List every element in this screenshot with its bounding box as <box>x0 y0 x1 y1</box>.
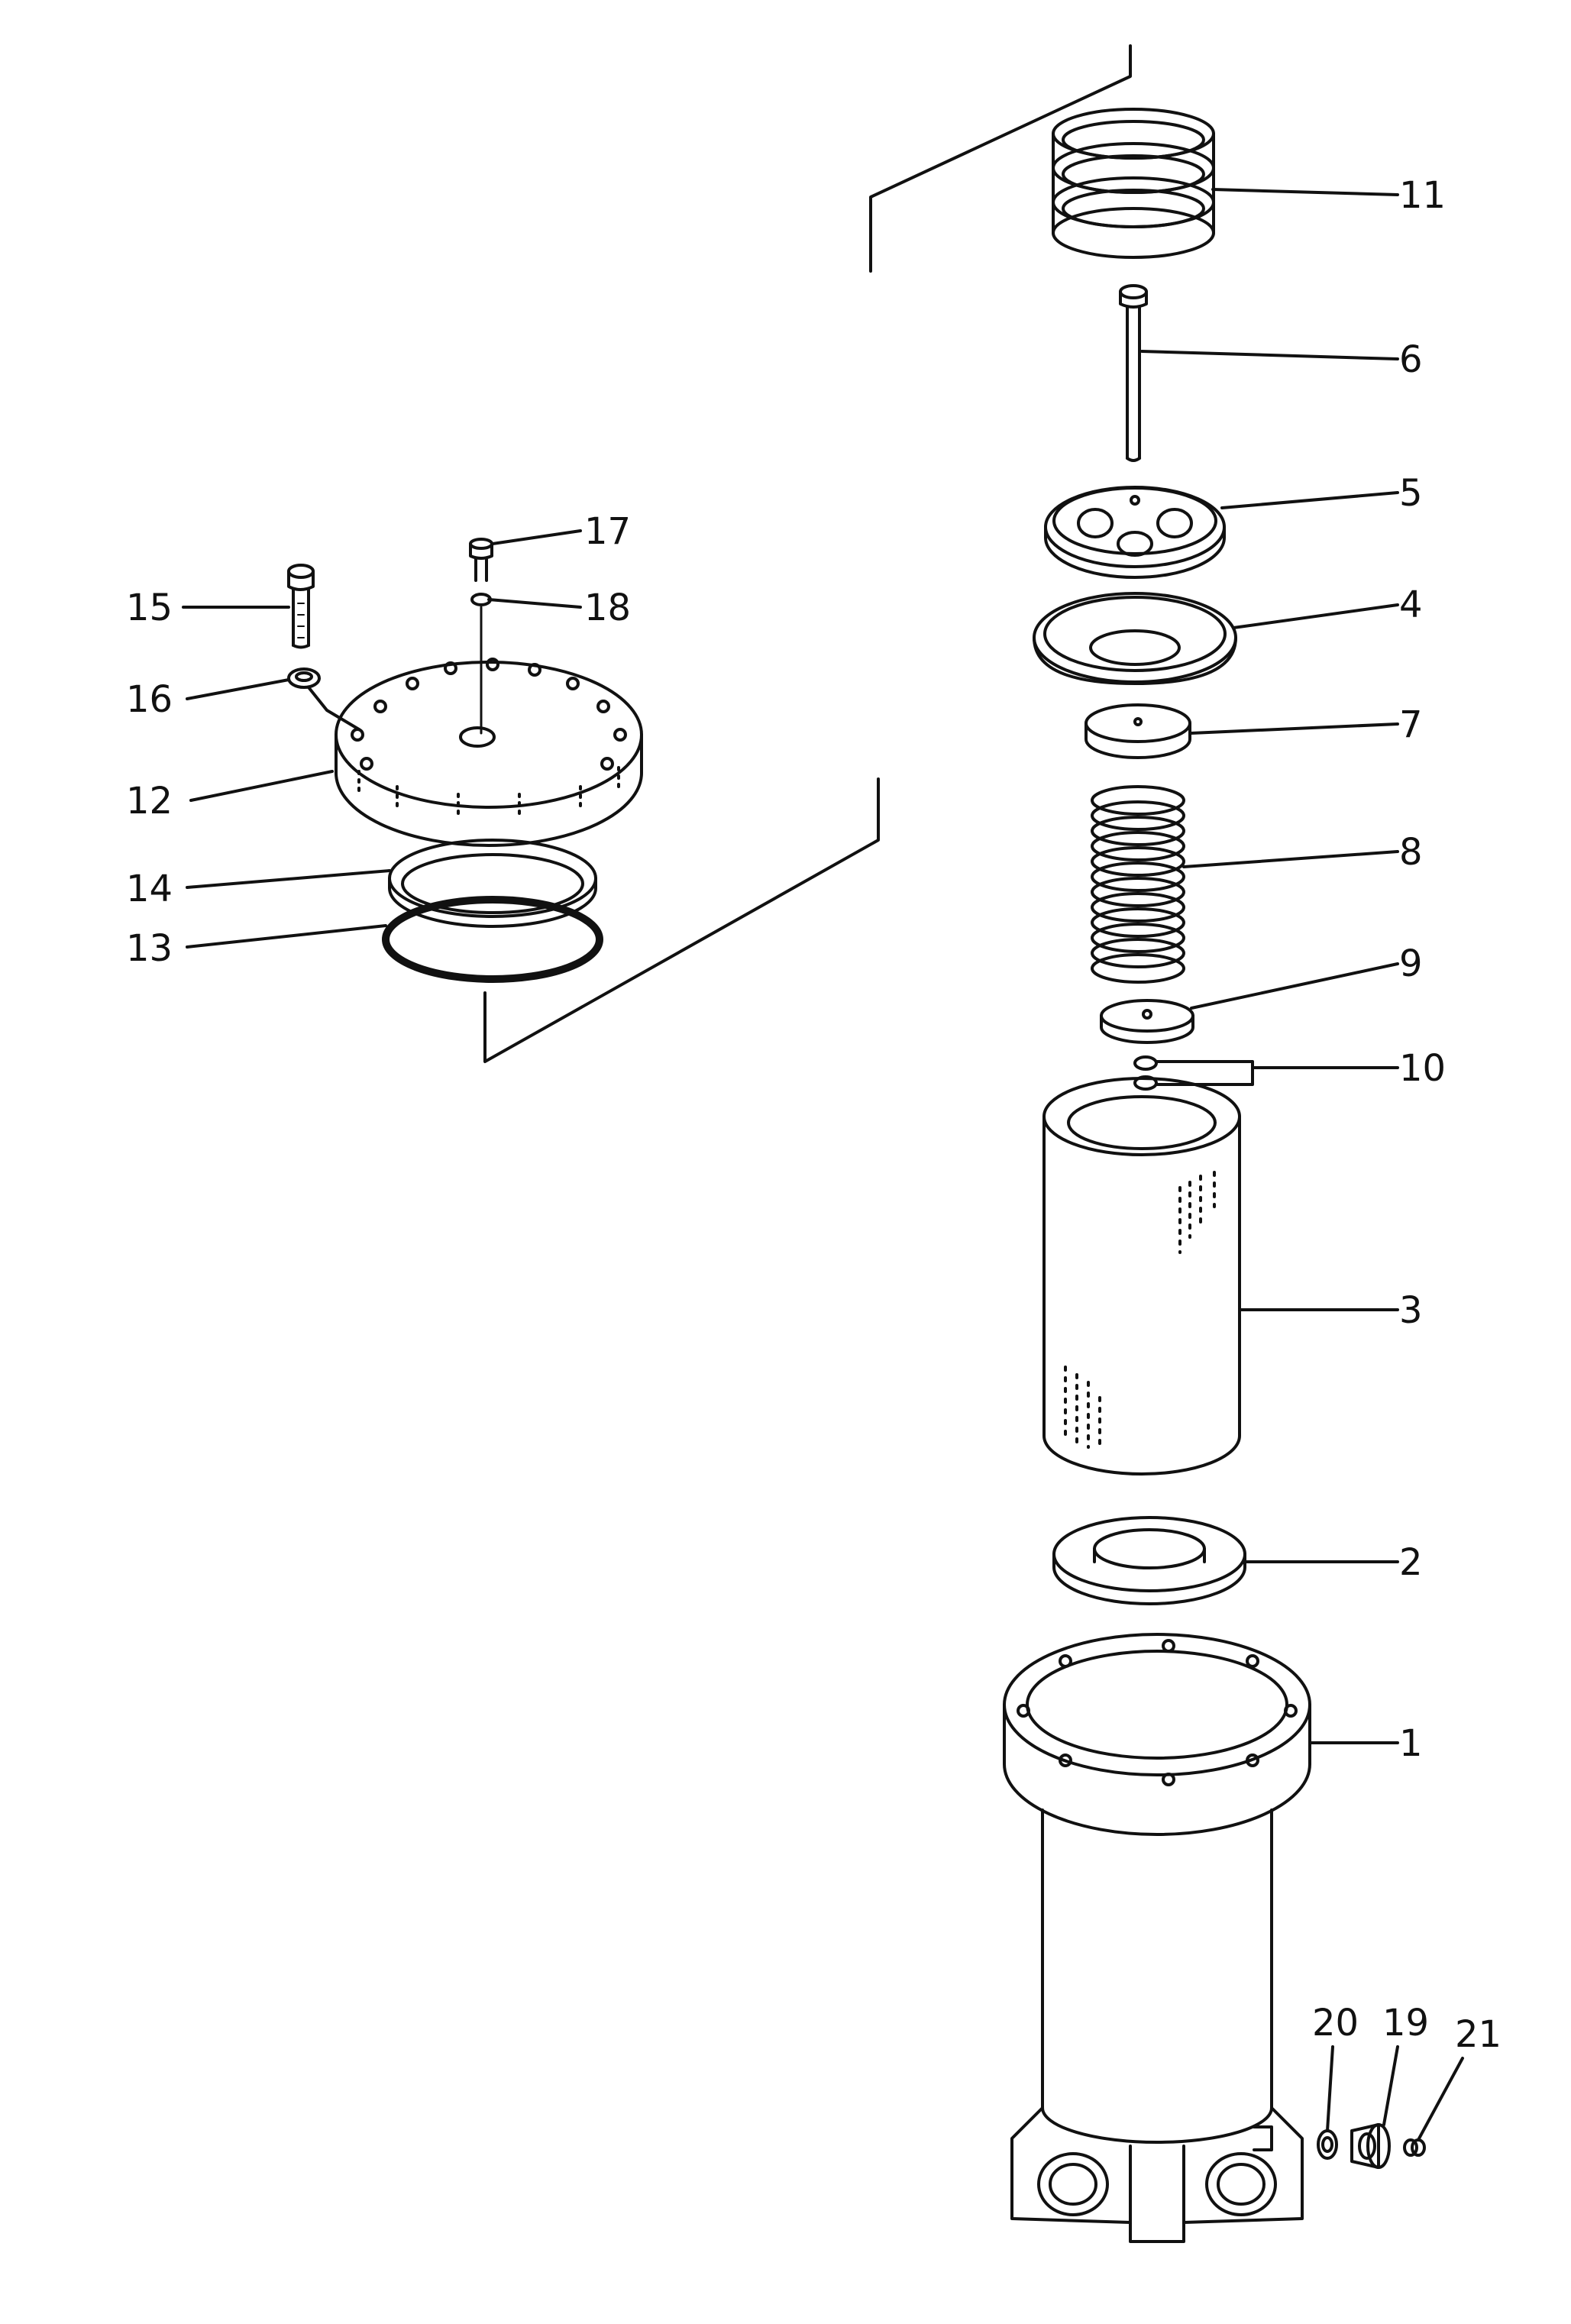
callout-8: 8 <box>1399 831 1423 874</box>
callout-16: 16 <box>126 678 173 721</box>
part-7-cap <box>1085 703 1191 759</box>
part-13-oring <box>382 896 603 983</box>
upper-bracket-line <box>869 44 1132 273</box>
part-3-filter <box>1042 1077 1241 1476</box>
part-17-bolt <box>469 538 493 582</box>
part-1-housing <box>1003 1633 1311 2243</box>
part-4-dish <box>1033 592 1237 685</box>
callout-7: 7 <box>1399 703 1423 746</box>
callout-2: 2 <box>1399 1541 1423 1584</box>
part-19-plug <box>1350 2123 1391 2169</box>
part-21-plug <box>1403 2138 1426 2157</box>
part-11-rings <box>1052 108 1215 259</box>
callout-9: 9 <box>1399 942 1423 985</box>
lower-bracket-line <box>483 777 880 1063</box>
callout-3: 3 <box>1399 1289 1423 1332</box>
part-5-plate <box>1044 486 1226 579</box>
callout-11: 11 <box>1399 174 1446 217</box>
callout-10: 10 <box>1399 1047 1446 1090</box>
callout-21: 21 <box>1455 2013 1502 2056</box>
callout-labels: 11 6 5 4 7 8 9 10 3 2 1 20 19 21 17 18 1… <box>126 174 1502 2056</box>
part-14-ring <box>388 839 597 928</box>
part-15-bolt <box>287 564 315 649</box>
callout-13: 13 <box>126 927 173 970</box>
callout-6: 6 <box>1399 338 1423 381</box>
callout-15: 15 <box>126 587 173 629</box>
part-8-spring <box>1091 785 1185 984</box>
part-20-washer <box>1317 2129 1338 2160</box>
part-12-cover <box>335 658 643 847</box>
callout-5: 5 <box>1399 472 1423 515</box>
part-6-bolt <box>1119 284 1148 462</box>
leader-lines <box>182 188 1464 2141</box>
part-10-nuts <box>1133 1055 1254 1091</box>
part-16-washer <box>287 667 360 731</box>
callout-4: 4 <box>1399 583 1423 626</box>
callout-19: 19 <box>1382 2002 1429 2044</box>
callout-1: 1 <box>1399 1722 1423 1765</box>
callout-14: 14 <box>126 868 173 910</box>
callout-17: 17 <box>584 510 631 553</box>
part-9-plate <box>1100 999 1194 1044</box>
callout-12: 12 <box>126 780 173 823</box>
part-2-ring <box>1052 1516 1246 1605</box>
callout-18: 18 <box>584 587 631 629</box>
callout-20: 20 <box>1312 2002 1359 2044</box>
